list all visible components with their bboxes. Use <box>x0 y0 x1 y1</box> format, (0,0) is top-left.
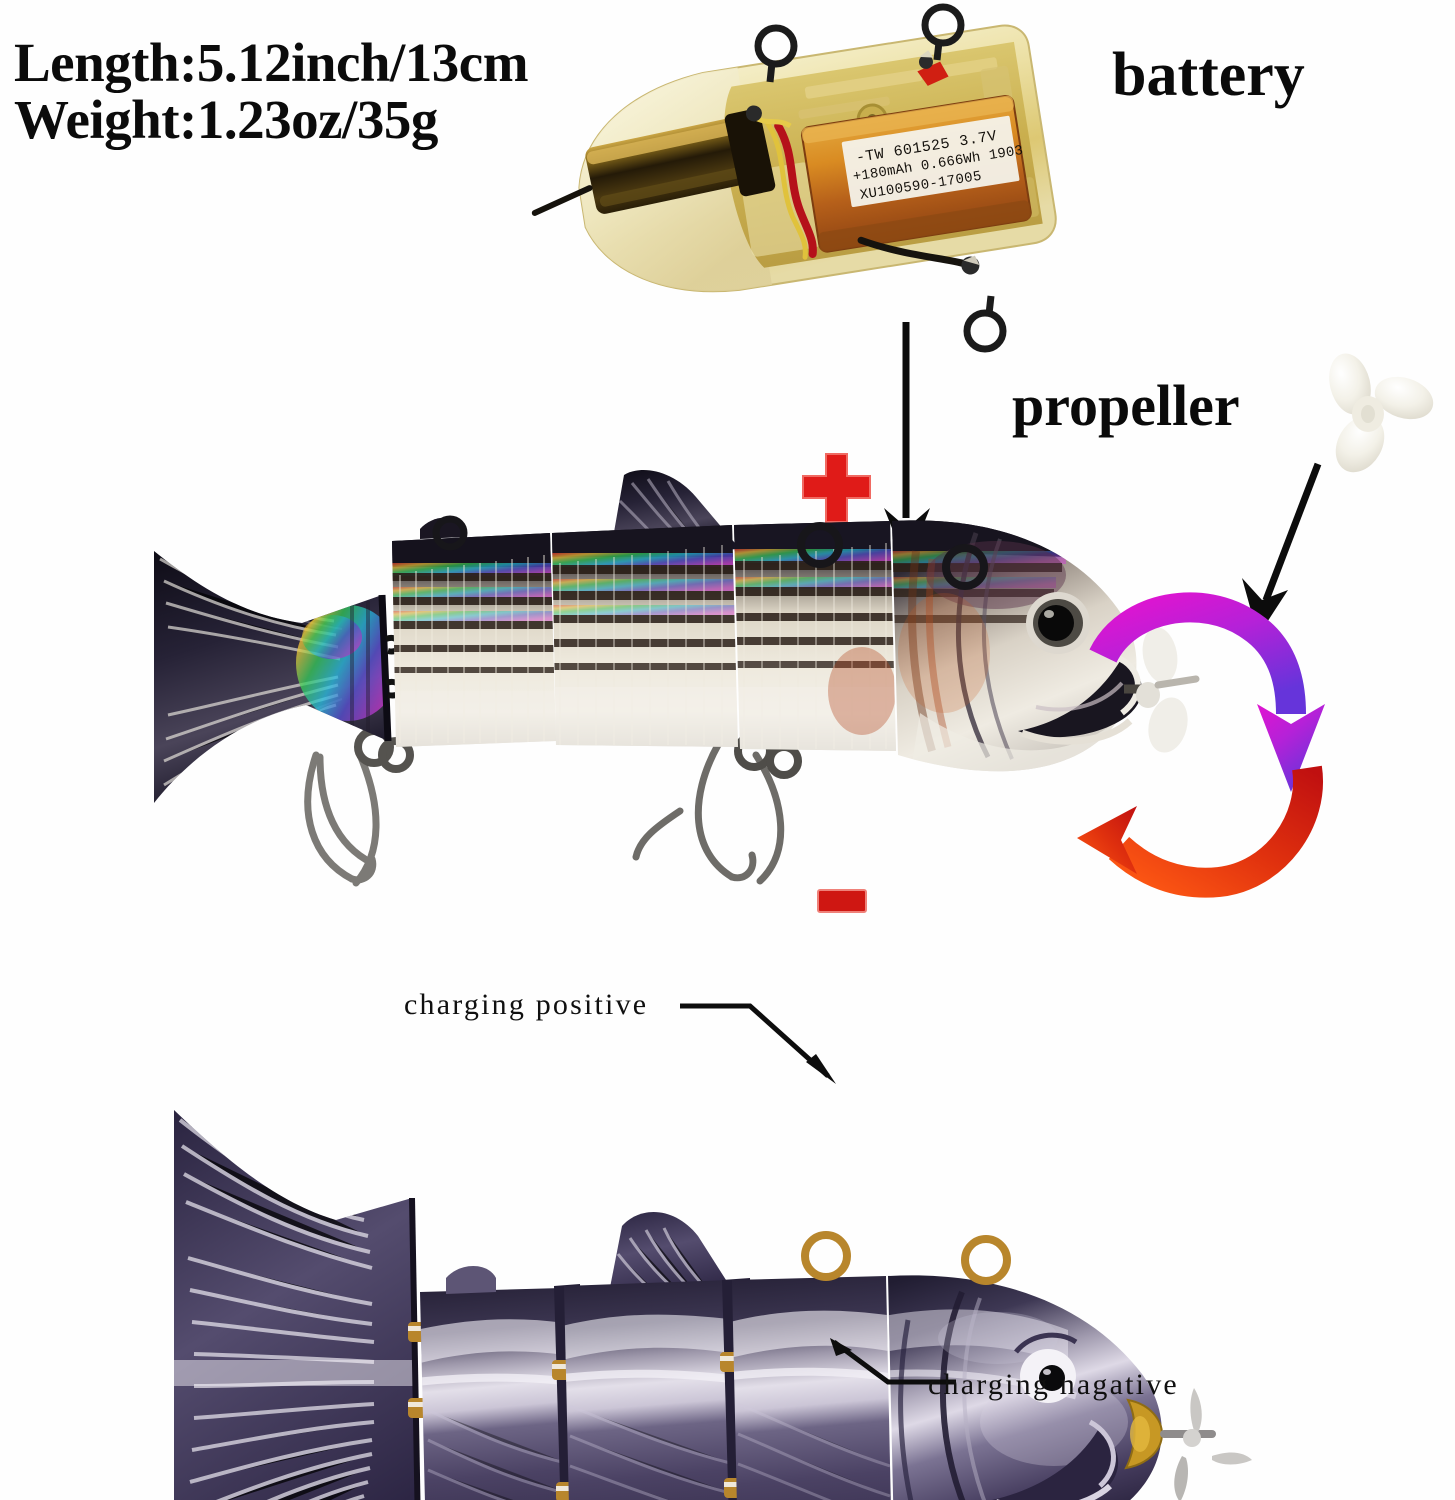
length-spec: Length:5.12inch/13cm <box>14 32 529 93</box>
lure-top-nose-propeller <box>1124 627 1200 753</box>
rotation-arrow-forward <box>1089 592 1325 792</box>
lure-bottom-image <box>174 1110 1252 1500</box>
lure-top-image <box>154 470 1200 887</box>
polarity-minus-icon <box>817 889 867 913</box>
lure-bottom-segment-1 <box>420 1266 568 1500</box>
weight-spec: Weight:1.23oz/35g <box>14 89 438 151</box>
lure-bottom-eyelets <box>801 1231 1011 1285</box>
lure-bottom-eye <box>1014 1332 1078 1403</box>
lure-bottom-segment-2 <box>564 1212 740 1500</box>
lure-bottom-nose-propeller <box>1160 1388 1252 1500</box>
battery-label: battery <box>1112 41 1305 109</box>
treble-hook-rear <box>304 727 414 887</box>
charging-positive-leader <box>680 1003 836 1084</box>
lure-top-head <box>892 520 1142 772</box>
module-eyelets <box>754 3 1007 353</box>
propeller-label: propeller <box>1012 373 1240 438</box>
lure-bottom-tail-fin <box>174 1110 421 1500</box>
lure-top-eyelets <box>432 515 988 590</box>
charging-negative-leader <box>830 1338 956 1385</box>
rotation-arrow-reverse <box>1077 765 1323 898</box>
propeller-part-image <box>1329 353 1434 473</box>
lure-top-segment-2 <box>552 470 740 747</box>
charging-negative-label: charging nagative <box>928 1368 1179 1401</box>
rotation-arrows <box>1077 592 1325 898</box>
lure-bottom-head <box>888 1275 1164 1500</box>
treble-hook-front <box>632 731 802 885</box>
battery-module-image: -TW 601525 3.7V +180mAh 0.666Wh 1903 XU1… <box>531 3 1057 353</box>
propeller-callout-arrow <box>1242 462 1322 636</box>
lure-top-eye <box>1026 592 1090 654</box>
lure-top-segment-3 <box>734 521 896 751</box>
spec-text-block: Length:5.12inch/13cm Weight:1.23oz/35g <box>14 32 529 151</box>
polarity-plus-icon <box>802 453 871 523</box>
charging-positive-label: charging positive <box>404 988 649 1021</box>
lure-top-segment-1 <box>392 517 556 747</box>
lure-bottom-segment-3 <box>732 1276 892 1500</box>
